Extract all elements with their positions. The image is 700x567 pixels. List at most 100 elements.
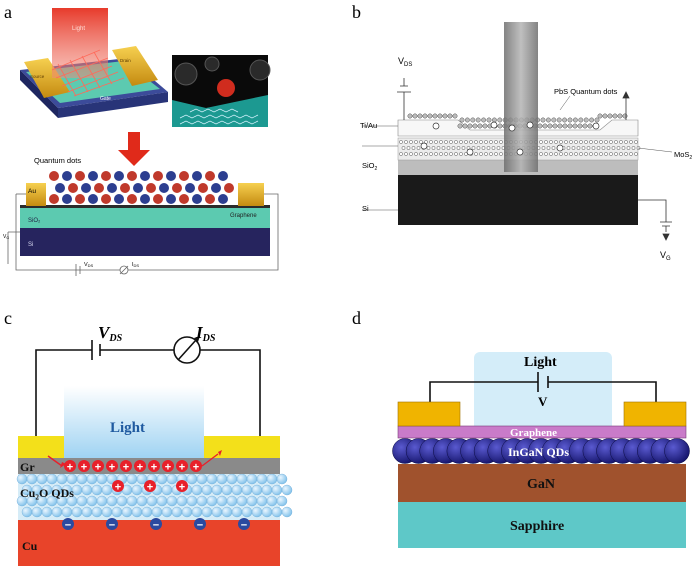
gan-layer (398, 464, 686, 502)
pbs-dot (562, 123, 568, 129)
cu2o-qd (31, 506, 43, 518)
cu2o-qd (151, 506, 163, 518)
light-label: Light (110, 420, 145, 436)
cu2o-qd (91, 506, 103, 518)
device-3d: Light Source Drain Gate Light (20, 8, 168, 128)
electron-carrier (238, 518, 250, 530)
cu2o-qd (201, 506, 213, 518)
plus-sign: + (179, 462, 185, 474)
mos2-atom (579, 140, 583, 144)
qd-layer (49, 171, 234, 204)
cu2o-qd (36, 473, 48, 485)
hole-carrier (162, 460, 174, 472)
cu2o-qd (51, 506, 63, 518)
graphene-layer (397, 425, 687, 439)
pbs-dot (622, 113, 628, 119)
cu2o-qd (251, 484, 263, 496)
mos2-atom (629, 140, 633, 144)
cu2o-qd (261, 484, 273, 496)
pbs-dot (617, 113, 623, 119)
mos2-atom (549, 152, 553, 156)
mos2-atom (476, 146, 481, 150)
mos2-atom (454, 152, 458, 156)
mos2-atom (459, 152, 463, 156)
mos2-atom (544, 140, 548, 144)
pbs-dot (407, 113, 413, 119)
pbs-dot (552, 123, 558, 129)
vg-label: VG (3, 234, 9, 240)
quantum-dot (224, 183, 234, 193)
cu2o-qd (66, 473, 78, 485)
mos2-atom (404, 152, 408, 156)
plus-sign: + (147, 482, 153, 494)
quantum-dot (120, 183, 130, 193)
cu2o-qd (216, 495, 228, 507)
minus-sign: − (65, 520, 71, 532)
cu2o-qd (266, 495, 278, 507)
cu2o-qd (256, 495, 268, 507)
cu2o-qd (156, 473, 168, 485)
cu2o-qd (16, 473, 28, 485)
sapphire-layer (398, 502, 686, 548)
mos2-atom (414, 152, 418, 156)
light-beam (504, 22, 538, 172)
pbs-dot (470, 117, 476, 123)
pbs-dot (597, 113, 603, 119)
mos2-atom (471, 146, 476, 150)
pbs-dot (572, 123, 578, 129)
mos2-atom (584, 152, 588, 156)
mos2-atom (581, 146, 586, 150)
plus-sign: + (193, 462, 199, 474)
mos2-atom (426, 146, 431, 150)
mos2-atom (614, 152, 618, 156)
mos2-atom (461, 146, 466, 150)
cu2o-qd (81, 484, 93, 496)
quantum-dot (218, 171, 228, 181)
mos2-atom (616, 146, 621, 150)
cu2o-qd (226, 495, 238, 507)
cu2o-qd (111, 506, 123, 518)
cu2o-qd (86, 473, 98, 485)
v-label: V (538, 394, 548, 409)
mos2-atom (539, 140, 543, 144)
cu2o-qd (246, 473, 258, 485)
gan-label: GaN (527, 477, 555, 492)
cu2o-qd (131, 506, 143, 518)
minus-sign: − (241, 520, 247, 532)
pbs-dot (497, 117, 503, 123)
cu2o-qd (186, 473, 198, 485)
left-electrode (397, 401, 461, 427)
mos2-atom (564, 152, 568, 156)
mos2-atom (564, 140, 568, 144)
graphene-label: Graphene (510, 427, 557, 439)
pbs-dot (537, 123, 543, 129)
mos2-atom (574, 140, 578, 144)
quantum-dot (75, 194, 85, 204)
mos2-atom (399, 152, 403, 156)
plus-sign: + (137, 462, 143, 474)
source-electrode (24, 58, 70, 98)
cu2o-qd (81, 506, 93, 518)
hole-carrier (176, 480, 188, 492)
mos2-atom (604, 152, 608, 156)
pbs-dot (486, 117, 492, 123)
cu2o-qd (251, 506, 263, 518)
quantum-dot (55, 183, 65, 193)
cu2o-qd (271, 484, 283, 496)
hole-carrier (176, 460, 188, 472)
mos2-atom (579, 152, 583, 156)
pbs-dot (572, 117, 578, 123)
pbs-dot (417, 113, 423, 119)
cu2o-qd (161, 484, 173, 496)
pbs-dot (422, 113, 428, 119)
mos2-atom (474, 140, 478, 144)
cu2o-qd (276, 495, 288, 507)
mos2-atom (434, 152, 438, 156)
mos2-atom (494, 140, 498, 144)
mos2-atom (551, 146, 556, 150)
mos2-atom (404, 140, 408, 144)
cu2o-qd (211, 484, 223, 496)
quantum-dot (114, 194, 124, 204)
mos2-atom (624, 152, 628, 156)
mos2-atom (429, 140, 433, 144)
